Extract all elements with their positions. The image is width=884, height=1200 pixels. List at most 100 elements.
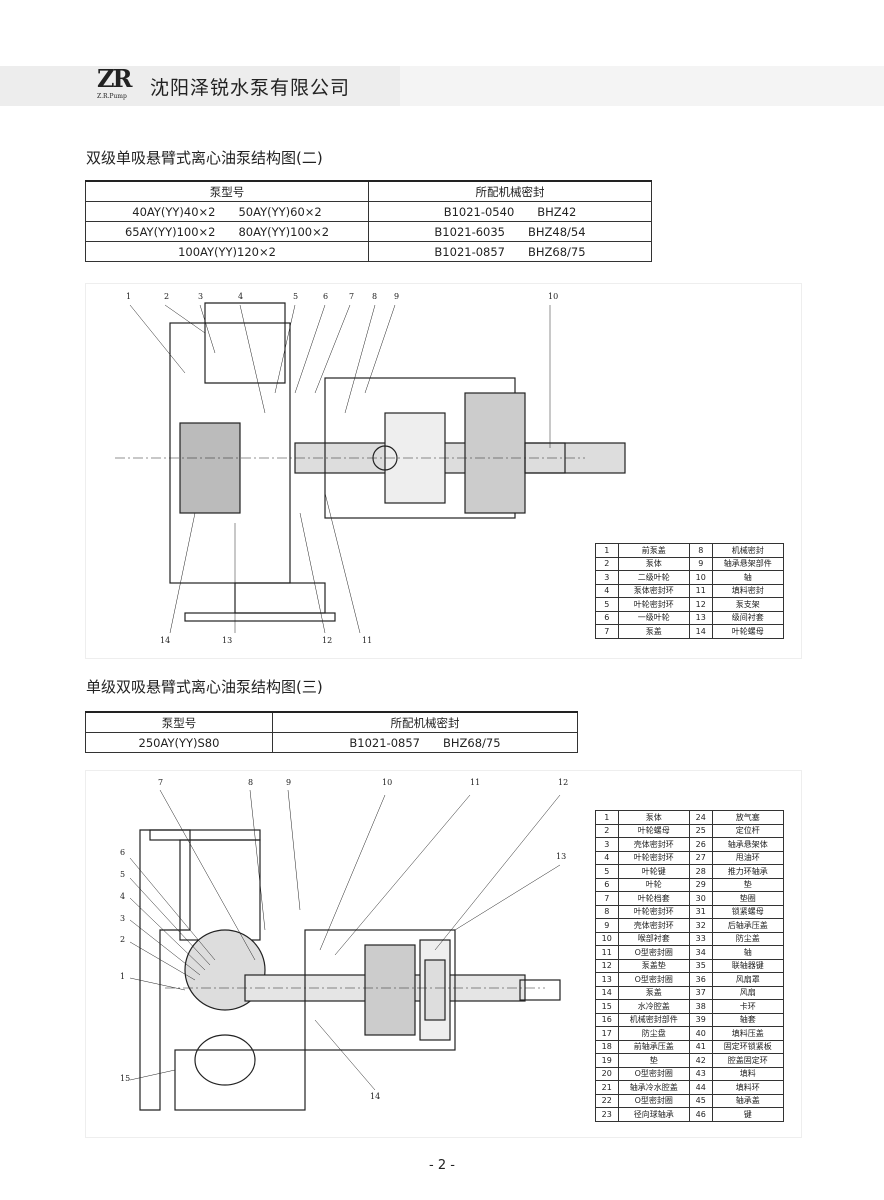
part-name: O型密封圈 — [617, 1066, 690, 1081]
part-name: 腔盖固定环 — [711, 1053, 785, 1068]
part-name: 泵体 — [617, 810, 690, 825]
part-number: 35 — [688, 958, 713, 973]
part-name: O型密封圈 — [617, 972, 690, 987]
part-name: 轴 — [711, 945, 785, 960]
part-name: 径向球轴承 — [617, 1107, 690, 1122]
part-number: 6 — [595, 610, 619, 625]
part-number: 4 — [595, 850, 619, 865]
part-name: 定位杆 — [711, 823, 785, 838]
part-number: 20 — [595, 1066, 619, 1081]
part-number: 26 — [688, 837, 713, 852]
part-name: 垫 — [711, 877, 785, 892]
part-number: 30 — [688, 891, 713, 906]
part-number: 28 — [688, 864, 713, 879]
part-name: 叶轮密封环 — [617, 597, 690, 612]
part-name: 填料压盖 — [711, 1026, 785, 1041]
section1-title: 双级单吸悬臂式离心油泵结构图(二) — [86, 149, 323, 167]
part-number: 45 — [688, 1093, 713, 1108]
part-name: 轴套 — [711, 1012, 785, 1027]
part-number: 22 — [595, 1093, 619, 1108]
part-number: 9 — [595, 918, 619, 933]
part-name: 壳体密封环 — [617, 918, 690, 933]
part-name: 轴承冷水腔盖 — [617, 1080, 690, 1095]
part-number: 38 — [688, 999, 713, 1014]
part-name: 垫 — [617, 1053, 690, 1068]
part-number: 5 — [595, 597, 619, 612]
part-name: O型密封圈 — [617, 945, 690, 960]
part-number: 1 — [595, 543, 619, 558]
part-name: 壳体密封环 — [617, 837, 690, 852]
part-name: 固定环锁紧板 — [711, 1039, 785, 1054]
part-number: 11 — [688, 583, 713, 598]
part-number: 18 — [595, 1039, 619, 1054]
part-number: 7 — [595, 891, 619, 906]
part-name: 二级叶轮 — [617, 570, 690, 585]
part-number: 7 — [595, 624, 619, 639]
part-name: 泵盖 — [617, 624, 690, 639]
part-name: 后轴承压盖 — [711, 918, 785, 933]
pump-drawing-1 — [115, 302, 626, 634]
part-number: 44 — [688, 1080, 713, 1095]
part-number: 11 — [595, 945, 619, 960]
part-name: 泵体 — [617, 556, 690, 571]
part-name: 叶轮螺母 — [617, 823, 690, 838]
part-number: 31 — [688, 904, 713, 919]
part-name: 填料密封 — [711, 583, 785, 598]
section2-title: 单级双吸悬臂式离心油泵结构图(三) — [86, 678, 323, 696]
part-number: 8 — [595, 904, 619, 919]
part-number: 8 — [688, 543, 713, 558]
company-logo: ZR Z.R.Pump — [97, 64, 132, 101]
part-number: 34 — [688, 945, 713, 960]
part-number: 23 — [595, 1107, 619, 1122]
part-name: 锁紧螺母 — [711, 904, 785, 919]
part-name: 机械密封部件 — [617, 1012, 690, 1027]
part-number: 13 — [688, 610, 713, 625]
part-number: 16 — [595, 1012, 619, 1027]
page-number: - 2 - — [429, 1158, 455, 1173]
part-number: 41 — [688, 1039, 713, 1054]
part-name: 前轴承压盖 — [617, 1039, 690, 1054]
part-number: 37 — [688, 985, 713, 1000]
part-number: 43 — [688, 1066, 713, 1081]
part-name: O型密封圈 — [617, 1093, 690, 1108]
part-number: 40 — [688, 1026, 713, 1041]
part-name: 放气塞 — [711, 810, 785, 825]
part-number: 2 — [595, 823, 619, 838]
part-number: 1 — [595, 810, 619, 825]
part-name: 叶轮键 — [617, 864, 690, 879]
part-name: 风扇罩 — [711, 972, 785, 987]
part-name: 一级叶轮 — [617, 610, 690, 625]
part-number: 24 — [688, 810, 713, 825]
part-number: 15 — [595, 999, 619, 1014]
part-number: 6 — [595, 877, 619, 892]
part-name: 联轴器键 — [711, 958, 785, 973]
part-number: 12 — [688, 597, 713, 612]
part-name: 风扇 — [711, 985, 785, 1000]
part-name: 垫圈 — [711, 891, 785, 906]
part-name: 轴 — [711, 570, 785, 585]
part-name: 填料环 — [711, 1080, 785, 1095]
part-number: 3 — [595, 837, 619, 852]
part-name: 防尘盘 — [617, 1026, 690, 1041]
